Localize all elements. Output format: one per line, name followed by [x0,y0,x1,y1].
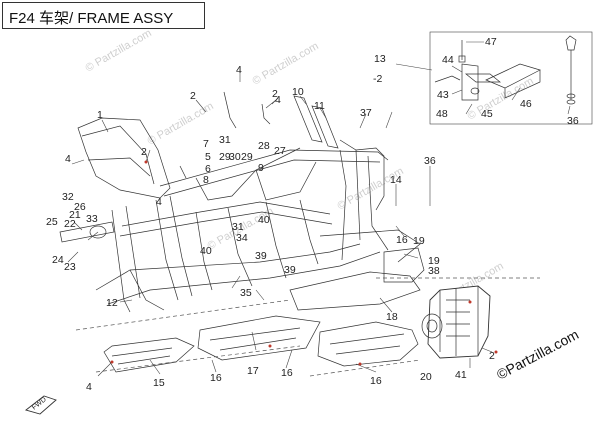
callout-16: 16 [396,234,408,246]
callout-45: 45 [481,108,493,120]
rear-upright-11 [311,105,339,149]
callout-32: 32 [62,191,74,203]
callout-19: 19 [413,235,425,247]
callout-10: 10 [292,86,304,98]
side-plate-38 [383,247,425,283]
bolt-head [565,35,577,51]
callout-33: 33 [86,213,98,225]
callout-2: 2 [141,146,147,158]
callout-1: 1 [97,109,103,121]
callout-29: 29 [241,151,253,163]
bracket-plate [461,63,479,101]
callout-41: 41 [455,369,467,381]
callout-7: 7 [203,138,209,150]
callout-23: 23 [64,261,76,273]
callout-11: 11 [314,100,325,112]
callout-39: 39 [284,264,296,276]
watermark-1: © Partzilla.com [84,27,154,74]
callout-29: 29 [219,151,231,163]
callout-28: 28 [258,140,270,152]
callout-37: 37 [360,107,372,119]
brand-watermark: ©Partzilla.com [494,326,581,383]
callout-8: 8 [203,174,209,186]
callout-16: 16 [210,372,222,384]
callout-4: 4 [236,64,242,76]
watermarks: © Partzilla.com © Partzilla.com © Partzi… [84,27,536,307]
callout-36: 36 [567,115,579,127]
floor-panels [75,247,540,377]
main-frame [59,91,421,313]
callout-2: 2 [489,350,495,362]
callout-9: 9 [258,162,264,174]
floor-panel-17 [197,315,321,361]
front-panel [103,337,195,373]
callout-26: 26 [74,201,86,213]
callout-2: 2 [190,90,196,102]
callout-12: 12 [106,297,118,309]
callout-4: 4 [86,381,92,393]
diagram-title: F24 车架/ FRAME ASSY [9,10,174,27]
callout-48: 48 [436,108,448,120]
callout-20: 20 [420,371,432,383]
callout-16: 16 [370,375,382,387]
callout-21: 21 [69,209,81,221]
airbox-assembly [421,285,491,359]
floor-panel-18 [289,271,421,311]
inset-border [429,31,593,125]
fastener-markers [110,160,498,366]
callout-15: 15 [153,377,165,389]
callout-18: 18 [386,311,398,323]
callout-neg2: -2 [373,73,382,85]
callout-16: 16 [281,367,293,379]
callout-17: 17 [247,365,259,377]
callout-22: 22 [64,218,76,230]
callout-4: 4 [275,94,281,106]
callout-40: 40 [258,214,270,226]
callout-39: 39 [255,250,267,262]
bracket-inset [429,31,593,125]
callout-43: 43 [437,89,449,101]
callout-30: 30 [229,151,241,163]
callouts: 1 2 2 2 2 4 4 4 4 4 5 6 7 8 9 10 11 12 1… [46,36,579,393]
callout-13: 13 [374,53,386,65]
watermark-3: © Partzilla.com [251,40,321,87]
callout-34: 34 [236,232,248,244]
floor-panel-20 [317,321,419,367]
callout-31: 31 [232,221,244,233]
callout-25: 25 [46,216,58,228]
callout-36: 36 [424,155,436,167]
callout-35: 35 [240,287,252,299]
callout-27: 27 [274,145,286,157]
callout-2: 2 [272,88,278,100]
diagram-title-box: F24 车架/ FRAME ASSY [2,2,205,29]
callout-46: 46 [520,98,532,110]
callout-31: 31 [219,134,231,146]
callout-47: 47 [485,36,497,48]
callout-5: 5 [205,151,211,163]
callout-4: 4 [156,196,162,208]
callout-44: 44 [442,54,454,66]
callout-24: 24 [52,254,64,266]
callout-6: 6 [205,163,211,175]
fwd-arrow: FWD [25,395,57,415]
callout-40: 40 [200,245,212,257]
leader-lines [67,41,571,377]
callout-19: 19 [428,255,440,267]
callout-38: 38 [428,265,440,277]
callout-4: 4 [65,153,71,165]
callout-14: 14 [390,174,402,186]
